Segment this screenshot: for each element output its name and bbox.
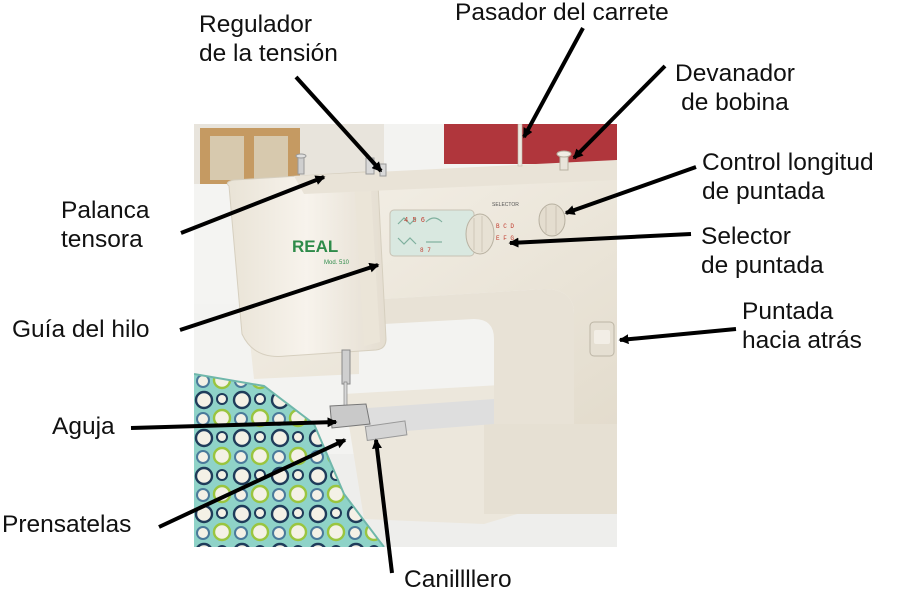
arrow-pasador — [524, 28, 583, 137]
label-aguja: Aguja — [52, 412, 115, 441]
label-control-longitud: Control longitud de puntada — [702, 148, 874, 206]
label-puntada-atras: Puntada hacia atrás — [742, 297, 862, 355]
label-palanca: Palanca tensora — [61, 196, 150, 254]
label-selector: Selector de puntada — [701, 222, 824, 280]
label-prensatelas: Prensatelas — [2, 510, 131, 539]
label-regulador: Regulador de la tensión — [199, 10, 338, 68]
label-pasador: Pasador del carrete — [455, 0, 669, 27]
label-devanador: Devanador de bobina — [675, 59, 795, 117]
arrow-puntada — [620, 329, 736, 340]
sewing-machine-photo: REAL Mod. 510 4 5 6 8 7 SELECTOR B C D E… — [194, 124, 617, 547]
label-canillero: Canillllero — [404, 565, 512, 594]
svg-text:8 7: 8 7 — [420, 247, 431, 254]
svg-text:4 5 6: 4 5 6 — [404, 217, 425, 225]
svg-text:B C D: B C D — [496, 223, 514, 230]
model-label: Mod. 510 — [324, 260, 350, 266]
panel-selector-text: SELECTOR — [492, 202, 519, 208]
svg-text:E F G: E F G — [496, 235, 514, 242]
brand-logo: REAL — [292, 237, 338, 256]
label-guia: Guía del hilo — [12, 315, 150, 344]
